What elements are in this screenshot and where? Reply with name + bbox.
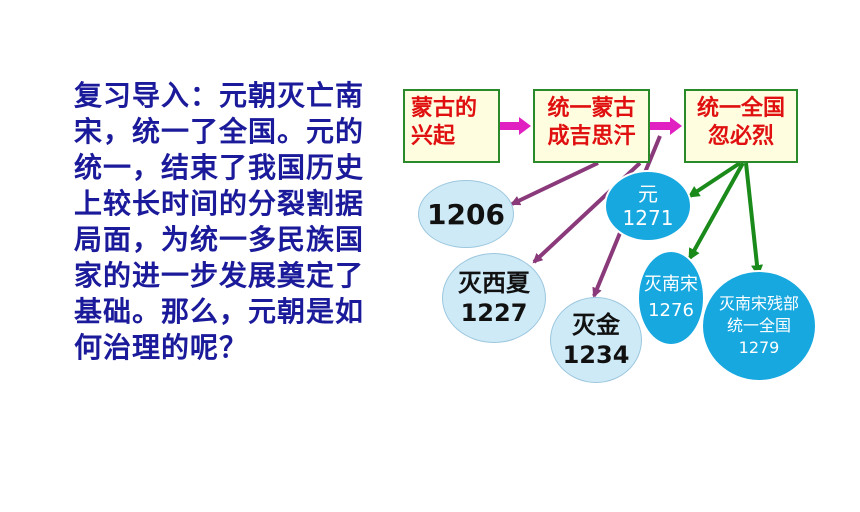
event-xixia: 灭西夏 1227: [442, 253, 546, 343]
event-jin: 灭金 1234: [550, 297, 642, 383]
event-yuan: 元 1271: [604, 170, 692, 242]
event-canbu: 灭南宋残部 统一全国 1279: [701, 270, 817, 382]
event-jin-year: 1234: [562, 341, 630, 369]
box-unify-mongol-line1: 统一蒙古: [547, 96, 636, 121]
event-canbu-year: 1279: [738, 338, 780, 357]
event-nansong-label: 灭南宋: [644, 274, 698, 295]
event-canbu-line1: 灭南宋残部: [718, 294, 799, 313]
arrow-to-canbu: [744, 162, 763, 277]
arrow-to-1206: [510, 161, 599, 206]
box-mongol-rise: 蒙古的 兴起: [403, 89, 500, 163]
intro-paragraph: 复习导入：元朝灭亡南宋，统一了全国。元的统一，结束了我国历史上较长时间的分裂割据…: [74, 79, 365, 364]
flow-arrow-1: [500, 117, 531, 135]
box-unify-country: 统一全国 忽必烈: [684, 89, 798, 163]
box-unify-country-line1: 统一全国: [696, 96, 785, 121]
arrow-to-nansong: [688, 162, 745, 261]
event-yuan-label: 元: [638, 182, 658, 206]
event-canbu-line2: 统一全国: [726, 316, 791, 335]
flow-arrow-2: [650, 117, 682, 135]
arrow-to-yuan: [687, 161, 742, 198]
box-unify-mongol: 统一蒙古 成吉思汗: [533, 89, 650, 163]
box-unify-mongol-line2: 成吉思汗: [547, 124, 636, 149]
box-unify-country-line2: 忽必烈: [707, 124, 774, 149]
box-mongol-rise-line2: 兴起: [411, 124, 456, 149]
event-xixia-year: 1227: [460, 299, 528, 327]
event-1206-year: 1206: [427, 197, 505, 231]
event-xixia-label: 灭西夏: [458, 269, 530, 297]
event-jin-label: 灭金: [572, 311, 620, 339]
box-mongol-rise-line1: 蒙古的: [411, 96, 478, 121]
event-1206: 1206: [418, 180, 514, 248]
event-nansong: 灭南宋 1276: [637, 250, 705, 346]
event-yuan-year: 1271: [622, 206, 674, 230]
event-nansong-year: 1276: [648, 300, 694, 321]
